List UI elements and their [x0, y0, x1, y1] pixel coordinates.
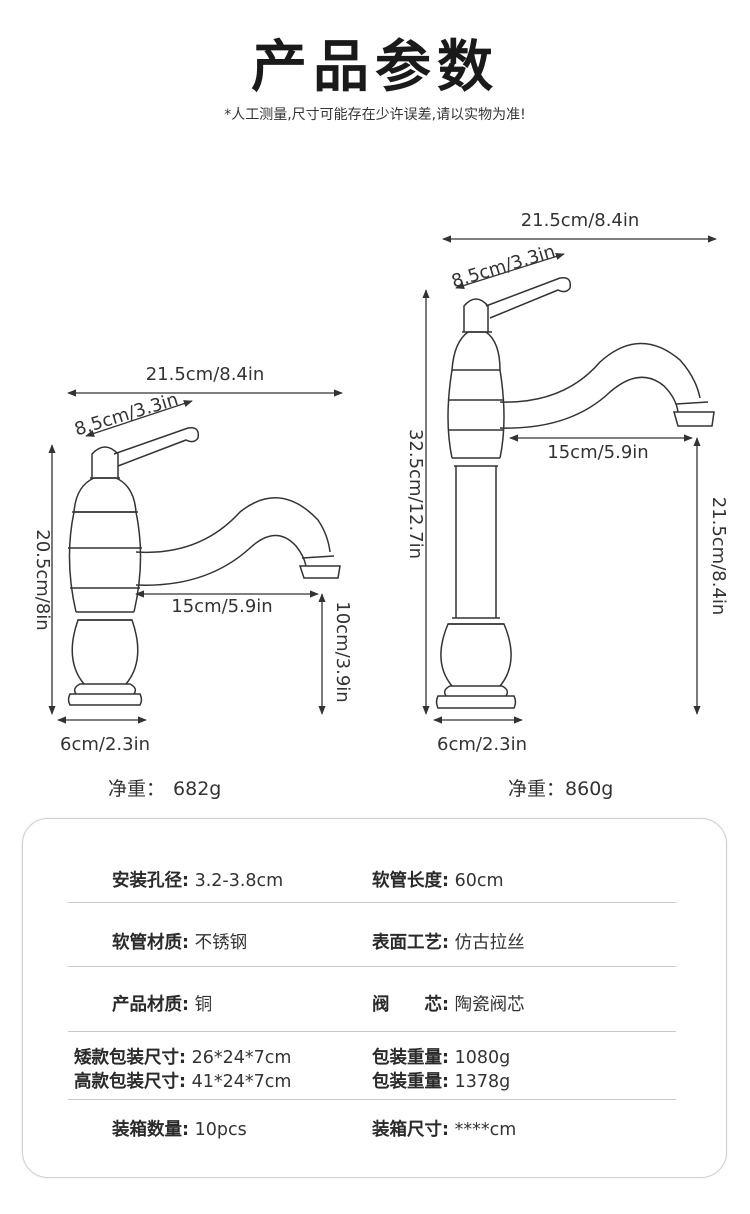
- spec-value: 26*24*7cm: [191, 1048, 292, 1068]
- tall-base-label: 6cm/2.3in: [437, 734, 527, 755]
- spec-value: 不锈钢: [194, 933, 248, 953]
- spec-divider: [68, 1099, 676, 1100]
- tall-spout-height-label: 21.5cm/8.4in: [708, 497, 729, 616]
- spec-value: 10pcs: [194, 1120, 247, 1140]
- spec-surface-finish: 表面工艺: 仿古拉丝: [372, 929, 525, 954]
- spec-short-package-weight: 包装重量: 1080g: [372, 1044, 510, 1069]
- spec-carton-quantity: 装箱数量: 10pcs: [112, 1116, 247, 1141]
- short-faucet-drawing: [67, 426, 341, 706]
- short-height-label: 20.5cm/8in: [32, 529, 53, 630]
- spec-value: 41*24*7cm: [191, 1072, 292, 1092]
- spec-carton-size: 装箱尺寸: ****cm: [372, 1116, 516, 1141]
- tall-total-width-label: 21.5cm/8.4in: [521, 210, 640, 231]
- tall-weight-label: 净重：: [508, 778, 566, 800]
- spec-value: 60cm: [454, 871, 504, 891]
- spec-value: 1080g: [454, 1048, 511, 1068]
- spec-tall-package-size: 高款包装尺寸: 41*24*7cm: [74, 1068, 291, 1093]
- spec-label: 安装孔径:: [112, 871, 189, 891]
- spec-label: 包装重量:: [372, 1072, 449, 1092]
- spec-label: 装箱尺寸:: [372, 1120, 449, 1140]
- spec-label: 产品材质:: [112, 995, 189, 1015]
- spec-divider: [68, 966, 676, 967]
- spec-short-package-size: 矮款包装尺寸: 26*24*7cm: [74, 1044, 291, 1069]
- spec-value: 仿古拉丝: [454, 933, 525, 953]
- spec-install-hole: 安装孔径: 3.2-3.8cm: [112, 867, 283, 892]
- spec-divider: [68, 902, 676, 903]
- tall-spout-reach-label: 15cm/5.9in: [547, 442, 648, 463]
- spec-valve-core: 阀 芯: 陶瓷阀芯: [372, 991, 525, 1016]
- tall-weight: 净重：860g: [508, 774, 613, 801]
- spec-hose-material: 软管材质: 不锈钢: [112, 929, 247, 954]
- tall-dimension-lines: [422, 235, 717, 724]
- tall-dimension-labels: 21.5cm/8.4in 8.5cm/3.3in 32.5cm/12.7in 1…: [405, 210, 729, 755]
- short-dimension-lines: [48, 389, 343, 724]
- spec-divider: [68, 1031, 676, 1032]
- short-weight-value: 682g: [173, 778, 222, 800]
- spec-label: 表面工艺:: [372, 933, 449, 953]
- spec-value: 陶瓷阀芯: [454, 995, 525, 1015]
- measurement-note: *人工测量,尺寸可能存在少许误差,请以实物为准!: [224, 107, 526, 123]
- short-base-label: 6cm/2.3in: [60, 734, 150, 755]
- spec-label: 软管材质:: [112, 933, 189, 953]
- short-weight: 净重： 682g: [108, 774, 221, 801]
- short-weight-label: 净重：: [108, 778, 166, 800]
- spec-label: 包装重量:: [372, 1048, 449, 1068]
- short-spout-height-label: 10cm/3.9in: [332, 601, 353, 702]
- short-total-width-label: 21.5cm/8.4in: [146, 364, 265, 385]
- spec-product-material: 产品材质: 铜: [112, 991, 212, 1016]
- spec-label: 高款包装尺寸:: [74, 1072, 186, 1092]
- tall-faucet-drawing: [435, 276, 715, 709]
- spec-label: 阀 芯:: [372, 995, 449, 1015]
- spec-value: 铜: [194, 995, 213, 1015]
- spec-card: [22, 818, 727, 1178]
- spec-label: 装箱数量:: [112, 1120, 189, 1140]
- spec-value: 1378g: [454, 1072, 511, 1092]
- spec-tall-package-weight: 包装重量: 1378g: [372, 1068, 510, 1093]
- faucet-dimension-diagrams: 21.5cm/8.4in 8.5cm/3.3in 20.5cm/8in 15cm…: [32, 210, 729, 755]
- spec-value: ****cm: [454, 1120, 517, 1140]
- short-spout-reach-label: 15cm/5.9in: [171, 596, 272, 617]
- spec-label: 软管长度:: [372, 871, 449, 891]
- spec-hose-length: 软管长度: 60cm: [372, 867, 504, 892]
- spec-value: 3.2-3.8cm: [194, 871, 284, 891]
- page-title: 产品参数: [251, 34, 499, 100]
- spec-label: 矮款包装尺寸:: [74, 1048, 186, 1068]
- short-handle-length-label: 8.5cm/3.3in: [72, 389, 181, 440]
- tall-weight-value: 860g: [565, 778, 614, 800]
- tall-height-label: 32.5cm/12.7in: [405, 429, 426, 559]
